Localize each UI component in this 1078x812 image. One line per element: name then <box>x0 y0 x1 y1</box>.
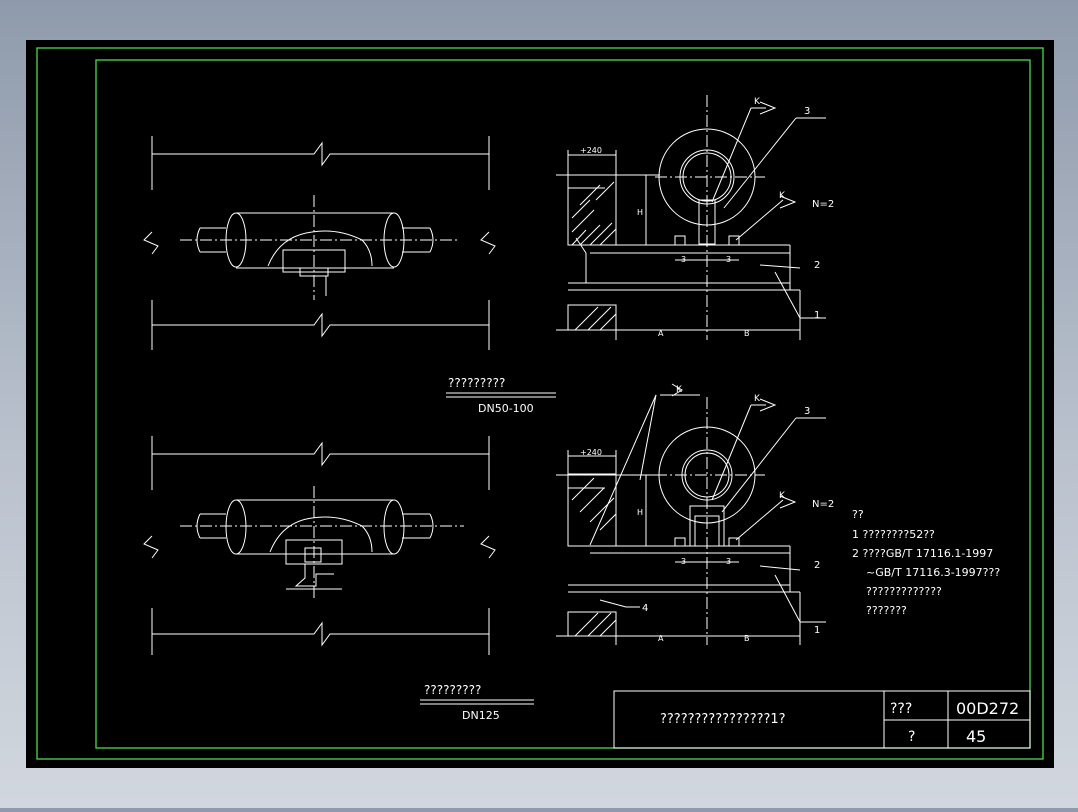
dim-240-top: +240 <box>580 146 602 155</box>
section-view-top <box>556 95 826 340</box>
notes-line-2: 2 ????GB/T 17116.1-1997 <box>852 547 993 560</box>
drawing-canvas <box>26 40 1054 768</box>
inner-frame <box>95 59 1031 749</box>
caption-top: ????????? <box>448 376 505 390</box>
caption-bottom-sub: DN125 <box>462 709 500 722</box>
caption-underlines <box>420 392 556 705</box>
dim-3-left-bottom: 3 <box>681 557 686 566</box>
title-block-page-label: ? <box>908 729 915 745</box>
dim-240-bottom: +240 <box>580 448 602 457</box>
callout-2-bottom: 2 <box>814 560 820 571</box>
dim-h-bottom: H <box>637 508 643 517</box>
weld-symbols <box>671 101 797 509</box>
outer-frame <box>36 47 1044 760</box>
callout-4-bottom: 4 <box>642 603 648 614</box>
notes-line-3: ~GB/T 17116.3-1997??? <box>866 566 1000 579</box>
weld-k-bottom-2: K <box>779 491 786 501</box>
dim-3-left-top: 3 <box>681 255 686 264</box>
title-block-atlas-number: 00D272 <box>956 699 1019 718</box>
callout-1-bottom: 1 <box>814 625 820 636</box>
notes-title: ?? <box>852 508 864 521</box>
weld-k-top-1: K <box>754 97 761 107</box>
dim-a-top: A <box>658 329 664 338</box>
weld-n-bottom: N=2 <box>812 499 834 510</box>
section-view-bottom <box>556 394 826 645</box>
notes-line-4: ????????????? <box>866 585 942 598</box>
plan-view-bottom <box>143 436 496 655</box>
weld-k-top-2: K <box>779 191 786 201</box>
notes-line-5: ??????? <box>866 604 907 617</box>
title-block-drawing-title: ????????????????1? <box>660 712 786 727</box>
dim-b-bottom: B <box>744 634 750 643</box>
dim-b-top: B <box>744 329 750 338</box>
dim-3-right-bottom: 3 <box>726 557 731 566</box>
callout-3-top: 3 <box>804 106 810 117</box>
title-block <box>613 690 1031 749</box>
weld-n-top: N=2 <box>812 199 834 210</box>
notes-line-1: 1 ????????52?? <box>852 528 935 541</box>
weld-k-bottom-3: K <box>676 385 683 395</box>
caption-top-sub: DN50-100 <box>478 402 534 415</box>
callout-3-bottom: 3 <box>804 406 810 417</box>
title-block-page-number: 45 <box>966 727 986 746</box>
dim-3-right-top: 3 <box>726 255 731 264</box>
callout-1-top: 1 <box>814 310 820 321</box>
callout-2-top: 2 <box>814 260 820 271</box>
dim-a-bottom: A <box>658 634 664 643</box>
title-block-atlas-label: ??? <box>890 701 912 717</box>
dim-h-top: H <box>637 208 643 217</box>
plan-view-top <box>143 136 496 350</box>
weld-k-bottom-1: K <box>754 394 761 404</box>
caption-bottom: ????????? <box>424 683 481 697</box>
